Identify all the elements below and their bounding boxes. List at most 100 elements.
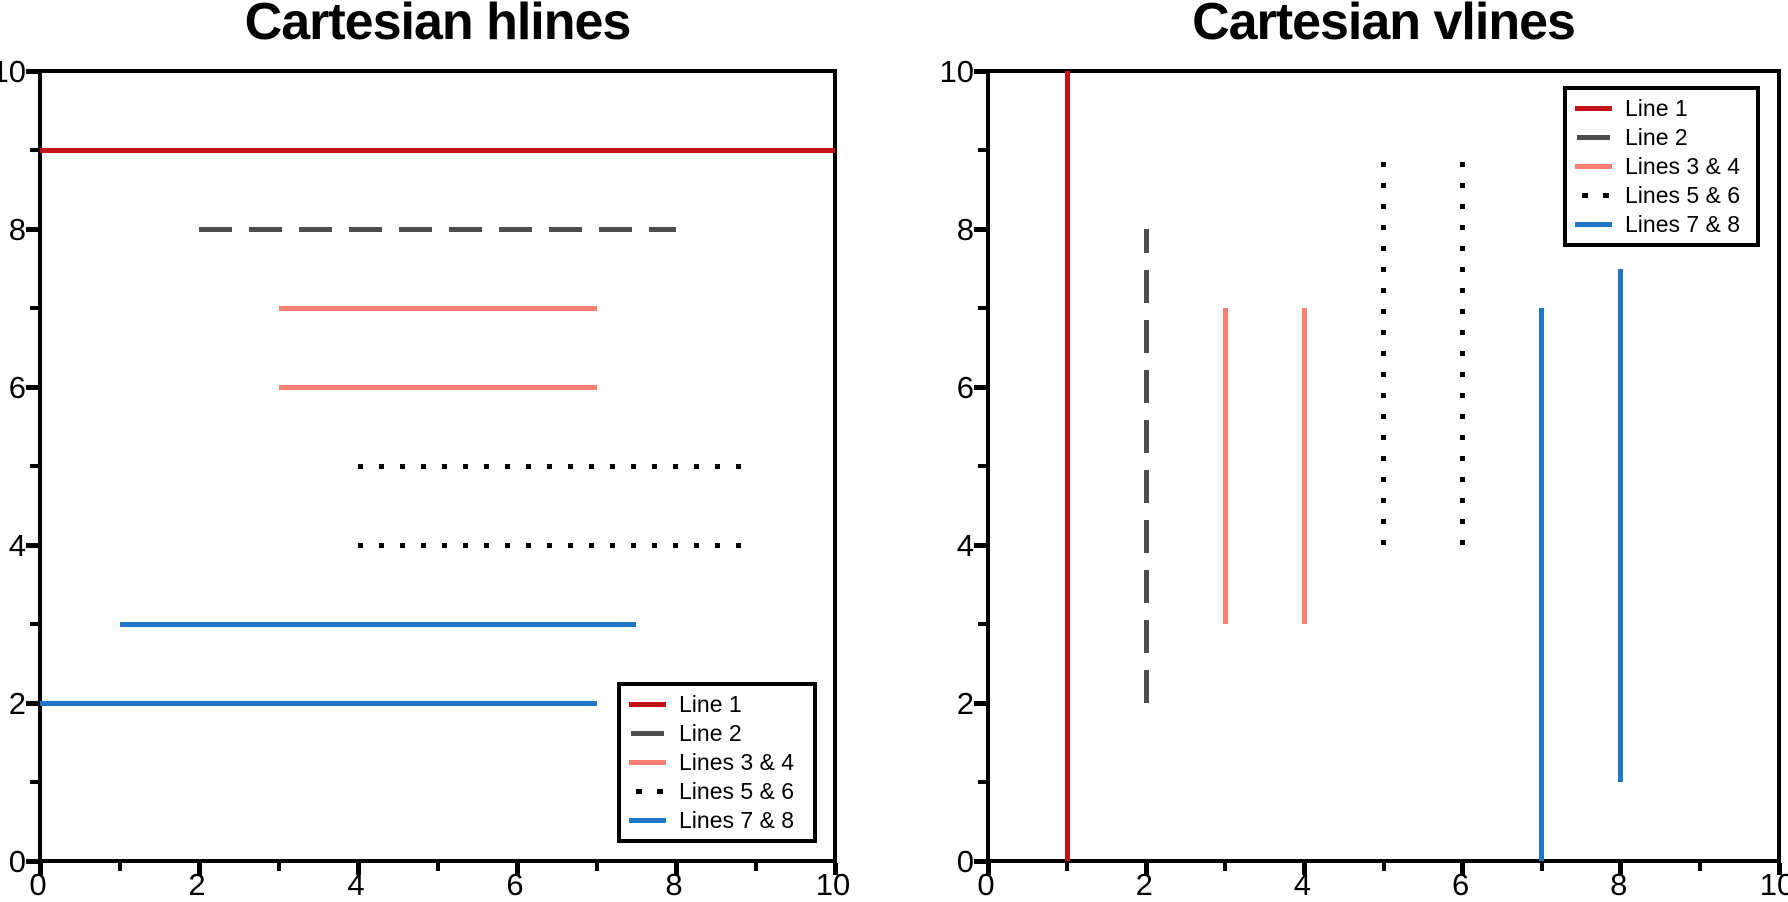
x-tick-label: 2	[1135, 867, 1153, 902]
y-tick-label: 8	[956, 212, 974, 247]
legend-swatch	[629, 701, 666, 707]
hline-series-1-seg-0	[199, 226, 676, 232]
x-major-tick	[1618, 863, 1624, 875]
hline-series-4-seg-1	[40, 700, 597, 706]
legend-entry: Line 1	[1567, 94, 1756, 122]
legend-swatch	[1575, 105, 1612, 111]
hline-series-0-seg-0	[40, 147, 835, 153]
x-minor-tick	[594, 863, 599, 871]
x-tick-label: 10	[1759, 867, 1788, 902]
x-tick-label: 4	[347, 867, 365, 902]
legend-label: Lines 7 & 8	[1625, 211, 1741, 238]
legend-line-sample	[629, 818, 666, 824]
x-tick-label: 6	[506, 867, 524, 902]
x-minor-tick	[753, 863, 758, 871]
vline-series-2-seg-0	[1222, 308, 1228, 624]
legend-swatch	[1577, 134, 1610, 140]
x-major-tick	[1143, 863, 1149, 875]
legend-line-sample	[1575, 105, 1612, 111]
hline-series-4-seg-0	[119, 621, 637, 627]
x-major-tick	[1776, 863, 1782, 875]
y-tick-label: 4	[8, 528, 26, 563]
y-major-tick	[26, 542, 38, 548]
legend-label: Line 1	[679, 690, 742, 717]
x-major-tick	[514, 863, 520, 875]
legend-line-sample	[629, 701, 666, 707]
legend-label: Lines 5 & 6	[679, 778, 795, 805]
legend-entry: Lines 7 & 8	[1567, 211, 1756, 239]
vline-series-4-seg-0	[1539, 308, 1545, 861]
legend-entry: Line 2	[1567, 123, 1756, 151]
x-minor-tick	[1223, 863, 1228, 871]
legend-line-sample	[1575, 134, 1612, 140]
x-major-tick	[985, 863, 991, 875]
vline-series-4-seg-1	[1618, 268, 1624, 782]
vline-series-2-seg-1	[1301, 308, 1307, 624]
vline-series-0-seg-0	[1064, 71, 1070, 861]
y-major-tick	[974, 226, 986, 232]
legend-label: Lines 3 & 4	[1625, 152, 1741, 179]
y-tick-label: 0	[8, 844, 26, 879]
legend-label: Lines 7 & 8	[679, 807, 795, 834]
legend-entry: Lines 5 & 6	[621, 778, 813, 806]
y-minor-tick	[30, 148, 38, 152]
y-major-tick	[26, 858, 38, 864]
plot-area-hlines	[38, 69, 837, 863]
y-minor-tick	[30, 464, 38, 468]
x-major-tick	[37, 863, 43, 875]
legend-label: Lines 5 & 6	[1625, 182, 1741, 209]
x-tick-label: 10	[815, 867, 851, 902]
y-major-tick	[974, 858, 986, 864]
x-minor-tick	[117, 863, 122, 871]
hline-series-3-seg-0	[358, 463, 748, 469]
y-minor-tick	[30, 780, 38, 784]
x-minor-tick	[435, 863, 440, 871]
legend-line-sample	[1575, 163, 1612, 169]
legend-swatch	[631, 730, 664, 736]
y-minor-tick	[30, 622, 38, 626]
legend-entry: Lines 7 & 8	[621, 807, 813, 835]
y-major-tick	[974, 384, 986, 390]
x-major-tick	[355, 863, 361, 875]
x-minor-tick	[1697, 863, 1702, 871]
legend-entry: Line 1	[621, 690, 813, 718]
legend-swatch	[1575, 163, 1612, 169]
vline-series-3-seg-0	[1381, 157, 1386, 545]
legend-swatch	[629, 818, 666, 824]
legend-line-sample	[629, 730, 666, 736]
legend-swatch	[1575, 222, 1612, 228]
x-major-tick	[1460, 863, 1466, 875]
y-tick-label: 10	[0, 54, 26, 89]
legend-entry: Line 2	[621, 719, 813, 747]
legend-entry: Lines 5 & 6	[1567, 182, 1756, 210]
y-minor-tick	[978, 780, 986, 784]
x-tick-label: 0	[29, 867, 47, 902]
legend-line-sample	[1575, 193, 1612, 199]
y-minor-tick	[30, 306, 38, 310]
hline-series-2-seg-0	[278, 305, 597, 311]
x-minor-tick	[1065, 863, 1070, 871]
y-major-tick	[974, 542, 986, 548]
x-minor-tick	[1381, 863, 1386, 871]
legend-label: Line 2	[1625, 123, 1688, 150]
y-tick-label: 8	[8, 212, 26, 247]
legend-line-sample	[629, 759, 666, 765]
legend-line-sample	[629, 789, 666, 795]
y-minor-tick	[978, 622, 986, 626]
x-minor-tick	[276, 863, 281, 871]
y-major-tick	[974, 68, 986, 74]
x-tick-label: 8	[665, 867, 683, 902]
y-major-tick	[974, 700, 986, 706]
legend-entry: Lines 3 & 4	[621, 748, 813, 776]
x-minor-tick	[1539, 863, 1544, 871]
y-major-tick	[26, 384, 38, 390]
y-tick-label: 2	[956, 686, 974, 721]
y-tick-label: 2	[8, 686, 26, 721]
legend-label: Line 2	[679, 719, 742, 746]
y-tick-label: 0	[956, 844, 974, 879]
vline-series-3-seg-1	[1460, 157, 1466, 545]
x-tick-label: 0	[977, 867, 995, 902]
y-tick-label: 6	[956, 370, 974, 405]
y-tick-label: 6	[8, 370, 26, 405]
